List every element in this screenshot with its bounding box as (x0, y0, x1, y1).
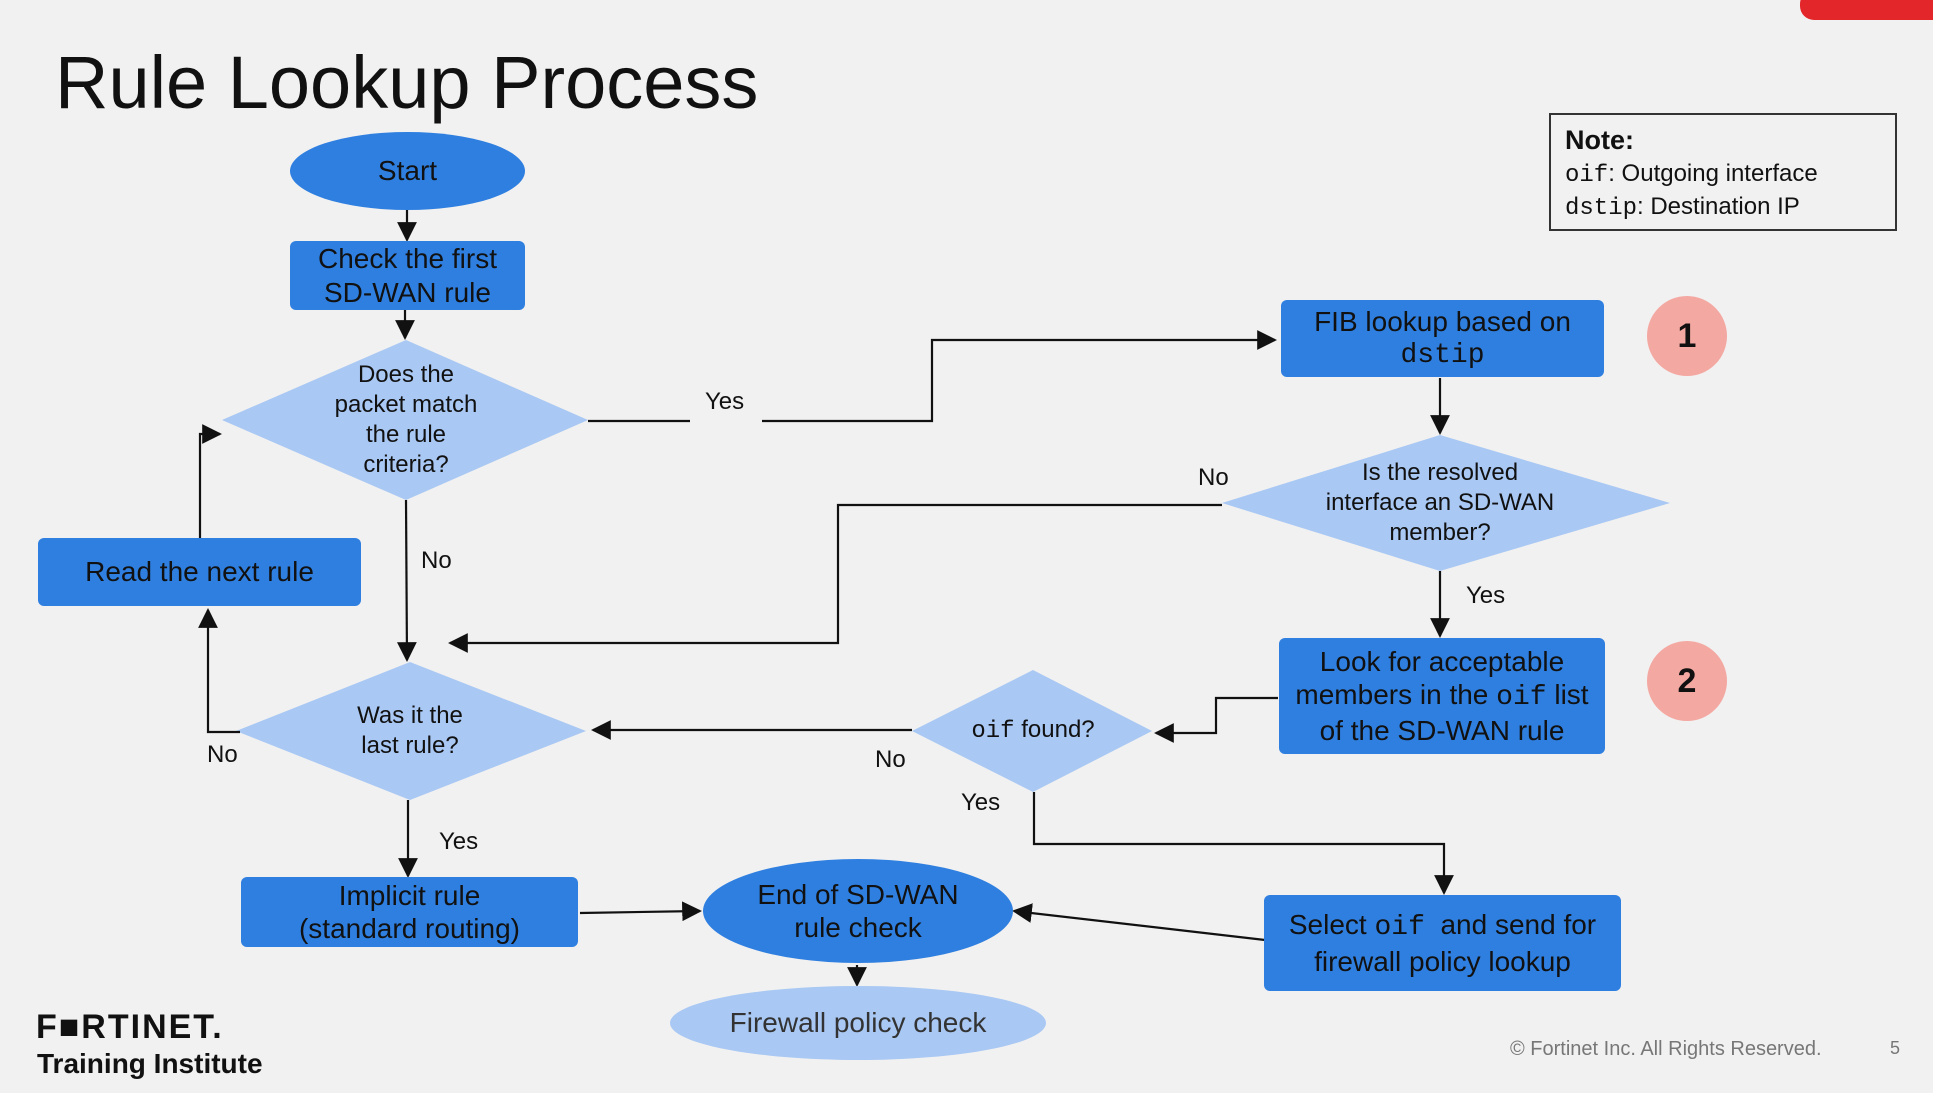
note-code: dstip (1565, 195, 1638, 223)
fortinet-logo: F■RTINET. (36, 1008, 224, 1046)
end-line2: rule check (794, 912, 922, 943)
select-oif-box: Select oif and send for firewall policy … (1264, 895, 1621, 991)
note-code: oif (1565, 162, 1609, 190)
last-rule-line2: last rule? (361, 732, 459, 759)
start-node: Start (290, 132, 525, 210)
select-line1-code: oif (1374, 912, 1425, 944)
copyright-text: © Fortinet Inc. All Rights Reserved. (1510, 1038, 1822, 1060)
match-criteria-line2: packet match (334, 391, 478, 418)
decision-match-criteria-shape (222, 340, 588, 500)
implicit-line2: (standard routing) (298, 913, 520, 944)
implicit-line1: Implicit rule (338, 879, 481, 911)
resolved-line3: member? (1389, 519, 1491, 546)
read-next-label: Read the next rule (85, 556, 314, 588)
check-first-line2: SD-WAN rule (324, 276, 491, 308)
page-title: Rule Lookup Process (55, 41, 759, 124)
look-line2-text: members in the (1295, 678, 1497, 710)
note-box: Note: oif: Outgoing interface dstip: Des… (1549, 113, 1897, 231)
select-line1: Select oif and send for (1289, 908, 1596, 944)
read-next-rule-box: Read the next rule (38, 538, 361, 606)
training-institute-label: Training Institute (37, 1048, 263, 1079)
edge-label-yes-resolved: Yes (1466, 582, 1506, 609)
oif-found-code: oif (971, 718, 1015, 745)
resolved-line1: Is the resolved (1361, 459, 1519, 486)
match-criteria-line4: criteria? (363, 451, 449, 478)
match-criteria-line1: Does the (357, 361, 455, 388)
match-criteria-label: Does the packet match the rule criteria? (300, 358, 512, 482)
look-line2-text-end: list (1546, 678, 1589, 710)
note-text: : Outgoing interface (1608, 160, 1818, 188)
edge-label-no-resolved: No (1198, 464, 1229, 491)
decision-last-rule-shape (236, 662, 586, 800)
check-first-line1: Check the first (318, 243, 497, 275)
implicit-rule-box: Implicit rule (standard routing) (241, 877, 578, 947)
edge-label-no-match: No (421, 547, 452, 574)
match-criteria-line3: the rule (365, 421, 447, 448)
oif-found-suffix: found? (1014, 716, 1095, 743)
note-item-oif: oif: Outgoing interface (1565, 158, 1881, 191)
look-acceptable-members-box: Look for acceptable members in the oif l… (1279, 638, 1605, 754)
edge-label-yes-match: Yes (705, 388, 745, 415)
fib-lookup-box: FIB lookup based on dstip (1281, 300, 1604, 377)
note-text: : Destination IP (1637, 193, 1800, 221)
last-rule-label: Was it the last rule? (310, 695, 510, 767)
resolved-member-label: Is the resolved interface an SD-WAN memb… (1300, 458, 1580, 548)
page-number: 5 (1890, 1038, 1901, 1058)
step-badge-2: 2 (1647, 641, 1727, 721)
note-title: Note: (1565, 125, 1634, 155)
edge-label-no-last: No (207, 741, 238, 768)
look-line2-code: oif (1496, 681, 1547, 713)
fib-code: dstip (1400, 339, 1485, 371)
oif-found-label: oif found? (940, 712, 1126, 750)
edge-label-no-oif: No (875, 746, 906, 773)
oif-found-text: oif found? (971, 715, 1094, 747)
edge-label-yes-oif: Yes (961, 789, 1001, 816)
decision-oif-found-shape (912, 670, 1152, 792)
end-sdwan-node: End of SD-WAN rule check (703, 859, 1013, 963)
start-label: Start (377, 155, 438, 187)
look-line1: Look for acceptable (1319, 645, 1565, 677)
decision-resolved-shape (1222, 435, 1670, 571)
look-line2: members in the oif list (1295, 678, 1588, 714)
corner-accent (1800, 0, 1933, 20)
last-rule-line1: Was it the (357, 702, 463, 729)
check-first-rule-box: Check the first SD-WAN rule (290, 241, 525, 310)
fib-line1: FIB lookup based on (1314, 306, 1571, 338)
resolved-line2: interface an SD-WAN (1325, 489, 1555, 516)
edge-label-yes-last: Yes (439, 828, 479, 855)
note-item-dstip: dstip: Destination IP (1565, 191, 1881, 224)
select-line2: firewall policy lookup (1314, 945, 1571, 977)
look-line3: of the SD-WAN rule (1319, 715, 1565, 747)
firewall-check-label: Firewall policy check (729, 1007, 987, 1039)
firewall-policy-check-node: Firewall policy check (670, 986, 1046, 1060)
step-badge-1: 1 (1647, 296, 1727, 376)
select-line1-text-end: and send for (1424, 909, 1597, 941)
select-line1-text: Select (1288, 909, 1375, 941)
end-line1: End of SD-WAN (757, 878, 959, 910)
